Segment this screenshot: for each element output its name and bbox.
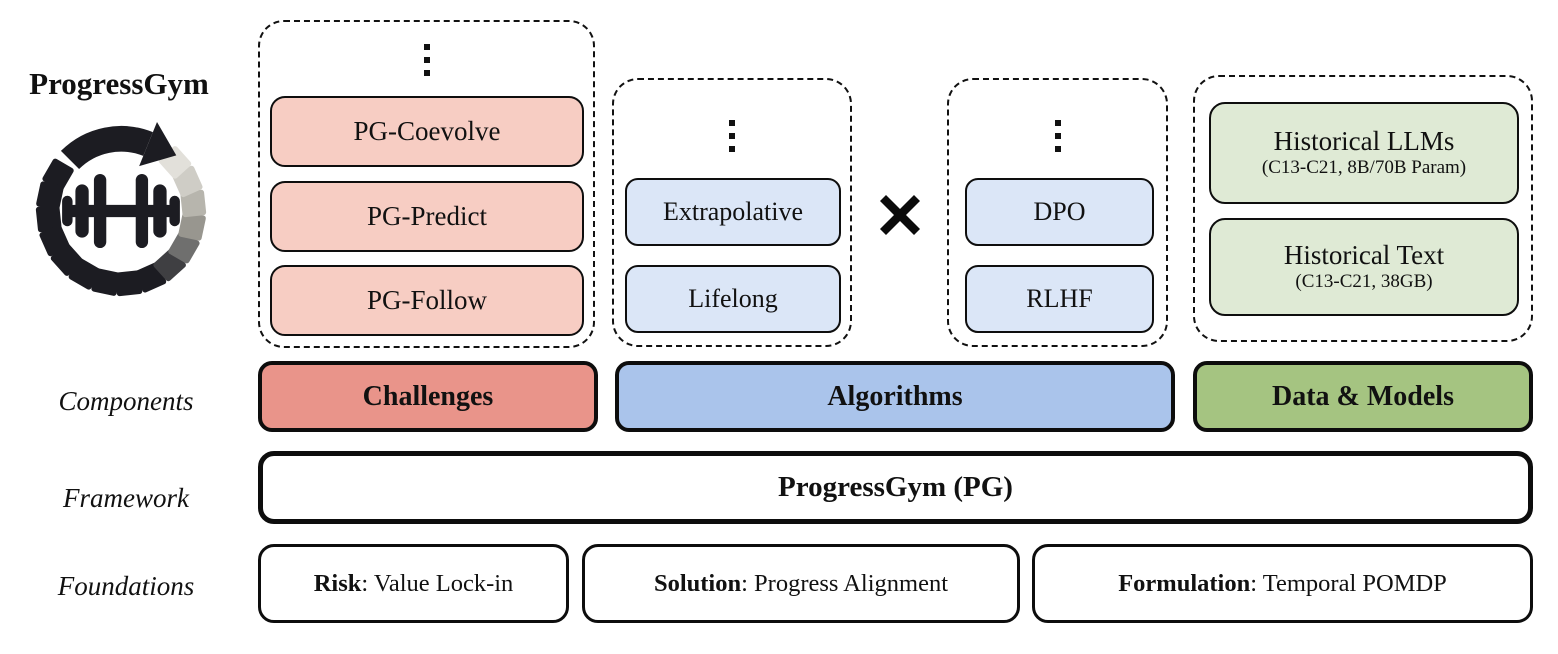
optimization-method-item: RLHF (965, 265, 1154, 333)
vertical-ellipsis-icon (949, 120, 1166, 152)
challenge-item: PG-Follow (270, 265, 584, 336)
data-item-title: Historical Text (1283, 240, 1445, 270)
foundation-prefix: Formulation (1118, 569, 1251, 597)
foundation-text: : Temporal POMDP (1250, 569, 1447, 597)
challenge-item: PG-Predict (270, 181, 584, 252)
foundation-box-formulation: Formulation: Temporal POMDP (1032, 544, 1533, 623)
foundation-box-risk: Risk: Value Lock-in (258, 544, 569, 623)
algorithm-paradigm-group-box: Extrapolative Lifelong (612, 78, 852, 347)
foundation-text: : Progress Alignment (741, 569, 949, 597)
row-label-foundations: Foundations (57, 571, 195, 601)
data-item-subtitle: (C13-C21, 8B/70B Param) (1261, 157, 1467, 178)
foundation-text: : Value Lock-in (361, 569, 514, 597)
progressgym-logo-icon (35, 121, 207, 297)
components-bar-challenges: Challenges (258, 361, 598, 432)
cross-product-icon (852, 192, 947, 238)
algorithm-paradigm-item: Extrapolative (625, 178, 841, 246)
challenge-item: PG-Coevolve (270, 96, 584, 167)
row-label-framework: Framework (63, 483, 189, 513)
foundation-prefix: Solution (653, 569, 742, 597)
data-item-historical-text: Historical Text (C13-C21, 38GB) (1209, 218, 1519, 316)
data-item-historical-llms: Historical LLMs (C13-C21, 8B/70B Param) (1209, 102, 1519, 204)
data-models-group-box: Historical LLMs (C13-C21, 8B/70B Param) … (1193, 75, 1533, 342)
challenges-group-box: PG-Coevolve PG-Predict PG-Follow (258, 20, 595, 348)
framework-bar: ProgressGym (PG) (258, 451, 1533, 524)
data-item-subtitle: (C13-C21, 38GB) (1295, 271, 1433, 292)
vertical-ellipsis-icon (614, 120, 850, 152)
row-label-components: Components (58, 386, 194, 416)
foundation-box-solution: Solution: Progress Alignment (582, 544, 1020, 623)
algorithm-paradigm-item: Lifelong (625, 265, 841, 333)
optimization-method-item: DPO (965, 178, 1154, 246)
vertical-ellipsis-icon (260, 44, 593, 76)
brand-title: ProgressGym (29, 66, 209, 101)
components-bar-algorithms: Algorithms (615, 361, 1175, 432)
optimization-method-group-box: DPO RLHF (947, 78, 1168, 347)
data-item-title: Historical LLMs (1273, 126, 1455, 156)
components-bar-data-models: Data & Models (1193, 361, 1533, 432)
foundation-prefix: Risk (313, 569, 362, 597)
